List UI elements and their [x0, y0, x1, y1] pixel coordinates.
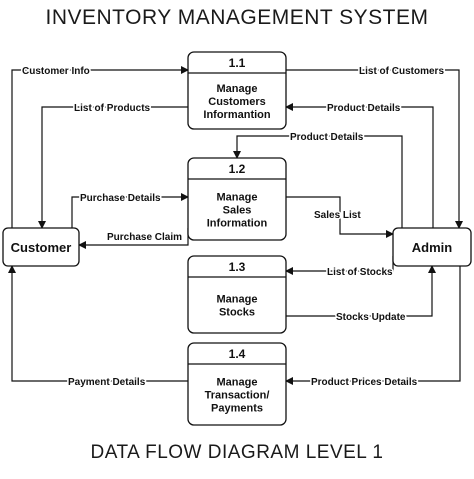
entity-customer-label: Customer: [11, 240, 72, 255]
process-box: [187, 51, 287, 130]
flow-label-list-of-customers: List of Customers: [359, 66, 444, 77]
diagram-title: INVENTORY MANAGEMENT SYSTEM: [45, 6, 428, 29]
entity-admin-label: Admin: [412, 240, 453, 255]
process-name-line: Manage: [217, 83, 258, 95]
flow-label-customer-info: Customer Info: [22, 66, 90, 77]
flow-label-purchase-details: Purchase Details: [80, 193, 161, 204]
process-number: 1.4: [229, 347, 246, 361]
flow-label-product-details-1: Product Details: [327, 103, 401, 114]
process-name-line: Stocks: [219, 307, 255, 319]
flow-line-stocks-update: [286, 265, 436, 317]
process-box: [187, 255, 287, 334]
flow-line-product-details-1: [285, 103, 434, 228]
flow-line-product-details-2: [233, 135, 403, 228]
process-name-line: Transaction/: [205, 390, 270, 402]
process-number: 1.1: [229, 56, 246, 70]
process-name-line: Manage: [217, 377, 258, 389]
flow-line-sales-list: [286, 196, 394, 238]
flow-label-list-of-products: List of Products: [74, 103, 151, 114]
process-group: 1.1ManageCustomersInformantion1.2ManageS…: [187, 51, 287, 426]
diagram-footer-title: DATA FLOW DIAGRAM LEVEL 1: [91, 442, 384, 463]
process-name-line: Sales: [223, 205, 252, 217]
flow-line-customer-info: [11, 66, 189, 228]
flow-line-payment-details: [8, 265, 188, 382]
flow-line-product-prices-details: [285, 266, 461, 385]
flow-lines: [8, 66, 463, 385]
flow-label-product-prices-details: Product Prices Details: [311, 377, 418, 388]
process-name-line: Informantion: [203, 109, 270, 121]
flow-label-list-of-stocks: List of Stocks: [327, 267, 393, 278]
flow-label-purchase-claim: Purchase Claim: [107, 232, 182, 243]
entity-customer: Customer: [2, 227, 80, 267]
flow-label-stocks-update: Stocks Update: [336, 312, 406, 323]
process-name-line: Customers: [208, 96, 265, 108]
process-number: 1.3: [229, 260, 246, 274]
entity-customer-box: [2, 227, 80, 267]
process-name-line: Manage: [217, 294, 258, 306]
flow-label-payment-details: Payment Details: [68, 377, 146, 388]
process-name-line: Payments: [211, 403, 263, 415]
process-number: 1.2: [229, 162, 246, 176]
flow-line-purchase-details: [71, 193, 189, 228]
process-name-line: Manage: [217, 192, 258, 204]
flow-label-sales-list: Sales List: [314, 210, 361, 221]
entity-admin: Admin: [392, 227, 472, 267]
entity-admin-box: [392, 227, 472, 267]
flow-label-product-details-2: Product Details: [290, 132, 364, 143]
process-name-line: Information: [207, 218, 268, 230]
flow-line-list-of-products: [38, 106, 188, 229]
flow-labels: Customer Info List of Customers List of …: [21, 65, 446, 390]
flow-line-list-of-customers: [286, 69, 463, 229]
